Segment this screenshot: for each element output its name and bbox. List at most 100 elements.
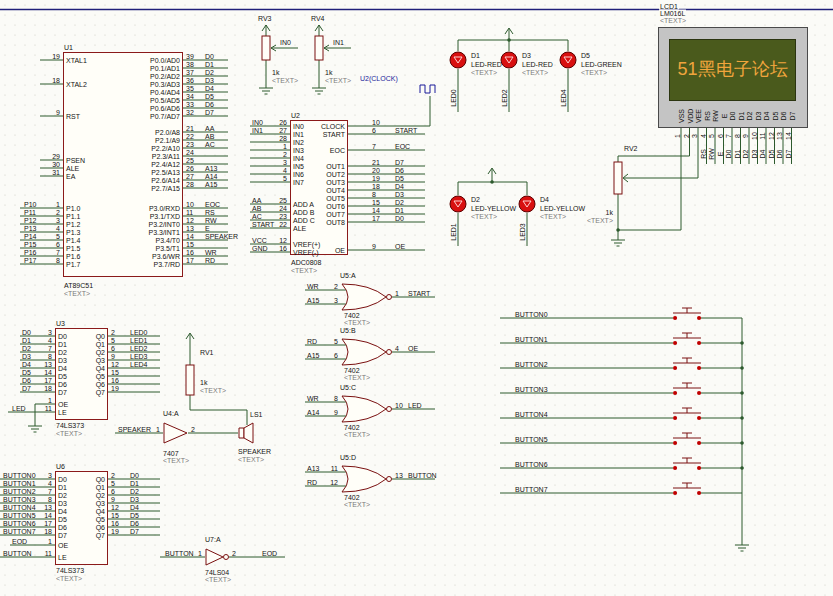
pin-number: 1 xyxy=(56,201,60,208)
pin-name: ADD B xyxy=(293,209,314,216)
led-symbol: D3LED-RED<TEXT> xyxy=(500,51,518,69)
wire xyxy=(20,60,63,264)
net-label: D0 xyxy=(22,329,31,336)
pin-number: 13 xyxy=(44,361,52,368)
net-label: D7 xyxy=(205,109,214,116)
pin-number: 3 xyxy=(283,159,287,166)
pin-name: IN4 xyxy=(293,155,304,162)
text-placeholder: <TEXT> xyxy=(56,575,82,582)
net-label: LED4 xyxy=(560,89,567,107)
nor-gate: U5:D7402<TEXT> xyxy=(340,465,392,493)
pin-name: OUT8 xyxy=(326,219,345,226)
pin-name: P3.7/RD xyxy=(154,261,180,268)
pin-name: D7 xyxy=(58,532,67,539)
text-placeholder: <TEXT> xyxy=(200,387,226,394)
led-symbol-outline xyxy=(559,51,577,69)
pin-name: OUT5 xyxy=(326,195,345,202)
pin-name: P1.5 xyxy=(66,245,80,252)
pin-name: D1 xyxy=(58,341,67,348)
pin-name: Q4 xyxy=(96,365,105,372)
pin-number: 11 xyxy=(759,132,766,139)
push-button-symbol xyxy=(673,308,701,488)
pin-name: Q0 xyxy=(96,333,105,340)
pin-name: LE xyxy=(58,409,67,416)
pin-number: 24 xyxy=(279,205,287,212)
pin-number: 2 xyxy=(111,329,115,336)
net-label: A15 xyxy=(205,181,217,188)
pin-number: 9 xyxy=(742,134,749,138)
pin-number: 15 xyxy=(372,199,380,206)
pin-number: 12 xyxy=(186,217,194,224)
pin-name: IN0 xyxy=(293,123,304,130)
net-label: RW xyxy=(708,148,715,160)
wire xyxy=(250,126,290,252)
pin-name: OUT4 xyxy=(326,187,345,194)
button-contact xyxy=(675,318,699,493)
pin-name: E xyxy=(720,114,727,119)
net-label: BUTTON2 xyxy=(3,488,36,495)
net-label: IN0 xyxy=(280,39,291,46)
pin-number: 10 xyxy=(750,132,757,140)
pin-number: 5 xyxy=(334,338,338,345)
pin-number: 8 xyxy=(733,134,740,138)
pin-number: 14 xyxy=(186,233,194,240)
symbol-outline xyxy=(224,555,229,560)
net-label: LED xyxy=(408,402,422,409)
text-placeholder: <TEXT> xyxy=(659,17,687,24)
net-label: D3 xyxy=(22,353,31,360)
part-type: 74LS04 xyxy=(205,569,229,576)
symbol-outline xyxy=(450,196,466,212)
pin-number: 1 xyxy=(156,426,160,433)
pin-name: OUT2 xyxy=(326,171,345,178)
pin-name: P3.2/INT0 xyxy=(148,221,180,228)
pin-name: D1 xyxy=(58,484,67,491)
net-label: IN1 xyxy=(333,39,344,46)
pin-number: 10 xyxy=(186,201,194,208)
wire xyxy=(262,25,351,88)
net-label: P17 xyxy=(24,257,36,264)
part-value: 1k xyxy=(272,69,279,76)
potentiometer-symbol xyxy=(186,365,194,395)
part-type: LM016L xyxy=(659,10,686,17)
text-placeholder: <TEXT> xyxy=(540,213,566,220)
pin-name: D2 xyxy=(58,492,67,499)
text-placeholder: <TEXT> xyxy=(344,501,370,508)
pin-name: P2.5/A13 xyxy=(151,169,180,176)
pin-number: 12 xyxy=(279,237,287,244)
pin-name: P1.7 xyxy=(66,261,80,268)
pin-name: D4 xyxy=(58,365,67,372)
pin-name: EA xyxy=(66,173,75,180)
pin-number: 13 xyxy=(44,504,52,511)
part-reference: U3 xyxy=(56,320,65,327)
pin-name: P1.3 xyxy=(66,229,80,236)
symbol-outline xyxy=(342,284,386,310)
part-value: 1k xyxy=(606,209,613,216)
net-label: D2 xyxy=(22,345,31,352)
net-label: P16 xyxy=(24,249,36,256)
buffer-gate-outline xyxy=(163,422,188,444)
pin-number: 18 xyxy=(52,77,60,84)
pin-number: 7 xyxy=(48,345,52,352)
net-label: WR xyxy=(307,283,319,290)
nor-gate: U5:B7402<TEXT> xyxy=(340,338,392,366)
net-label: D3 xyxy=(750,150,757,159)
net-label: AC xyxy=(252,213,262,220)
pin-name: ADD A xyxy=(293,201,314,208)
part-type: 7402 xyxy=(344,367,360,374)
net-label: EOD xyxy=(262,550,277,557)
pin-number: 19 xyxy=(111,385,119,392)
part-reference: D4 xyxy=(540,196,549,203)
symbol-outline xyxy=(523,201,531,207)
net-label: D0 xyxy=(725,150,732,159)
net-label: D6 xyxy=(395,167,404,174)
part-label: RV1 xyxy=(200,349,214,356)
net-label: EOC xyxy=(395,143,410,150)
pin-name: CLOCK xyxy=(321,123,345,130)
pin-number: 11 xyxy=(331,465,338,472)
pin-number: 1 xyxy=(283,143,287,150)
net-label: BUTTON2 xyxy=(515,361,548,368)
net-label: LED2 xyxy=(501,89,508,107)
pin-name: D5 xyxy=(58,516,67,523)
symbol-outline xyxy=(454,57,462,63)
pin-number: 19 xyxy=(372,175,380,182)
